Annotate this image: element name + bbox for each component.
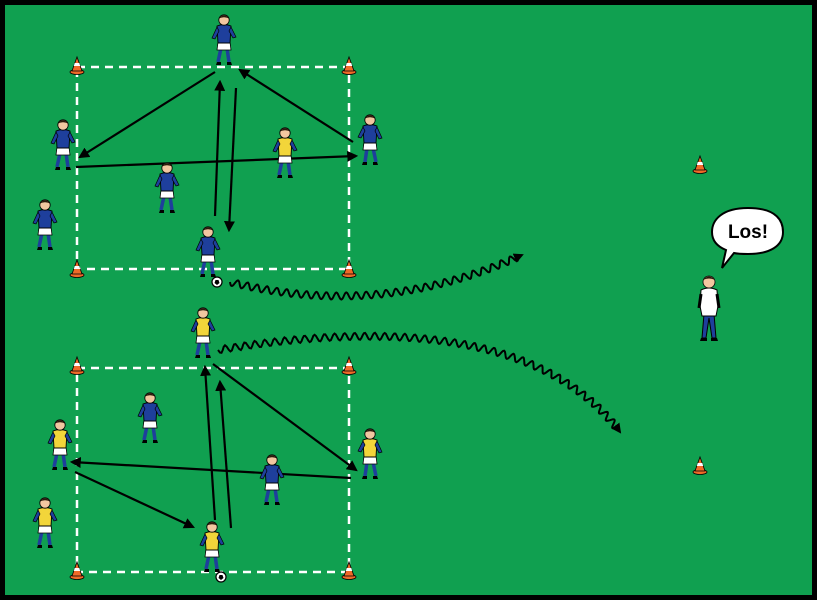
soccer-ball-icon	[211, 276, 223, 288]
upper-pass-arrows	[75, 68, 359, 233]
coach-figure-icon	[697, 275, 721, 341]
player-blue-icon	[211, 14, 237, 65]
pass-arrow	[74, 471, 195, 529]
player-yellow-icon	[357, 428, 383, 479]
lower-pass-arrows	[69, 363, 358, 529]
player-yellow-icon	[199, 521, 225, 572]
player-yellow-icon	[272, 127, 298, 178]
players-group	[32, 14, 383, 572]
player-blue-icon	[154, 162, 180, 213]
coach-speech-text: Los!	[728, 222, 768, 243]
speech-bubble-icon: Los!	[710, 206, 785, 269]
player-blue-icon	[259, 454, 285, 505]
balls-group	[211, 276, 227, 583]
player-blue-icon	[137, 392, 163, 443]
pass-arrow	[200, 364, 217, 521]
pitch-field	[5, 5, 812, 595]
dribble-paths	[217, 253, 622, 434]
pass-arrow	[213, 79, 226, 217]
player-blue-icon	[357, 114, 383, 165]
player-yellow-icon	[190, 307, 216, 358]
soccer-ball-icon	[215, 571, 227, 583]
pass-arrow	[212, 363, 358, 472]
dribble-arrow-lower	[217, 331, 622, 434]
player-blue-icon	[50, 119, 76, 170]
player-blue-icon	[32, 199, 58, 250]
pass-arrow	[223, 87, 238, 233]
player-yellow-icon	[32, 497, 58, 548]
pass-arrow	[78, 71, 216, 159]
player-blue-icon	[195, 226, 221, 277]
pass-arrow	[215, 379, 233, 529]
player-yellow-icon	[47, 419, 73, 470]
dribble-arrow-upper	[229, 253, 524, 301]
pass-arrow	[238, 68, 354, 143]
